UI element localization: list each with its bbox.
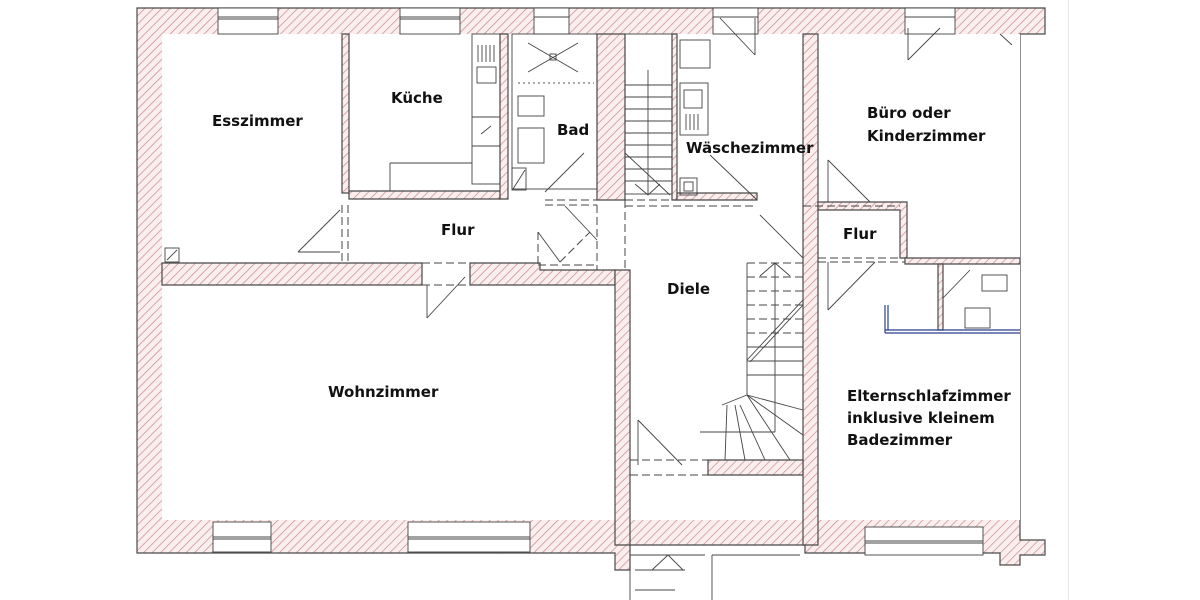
room-label-flur-left: Flur xyxy=(441,221,475,239)
entrance xyxy=(629,554,800,600)
room-label-bad: Bad xyxy=(557,121,590,139)
room-label-flur-right: Flur xyxy=(843,225,877,243)
room-label-eltern-line2: inklusive kleinem xyxy=(847,409,995,427)
laundry-fixtures xyxy=(679,39,711,196)
bath-fixtures xyxy=(511,33,598,191)
interior-walls xyxy=(161,33,1021,546)
ensuite-fixtures xyxy=(964,274,1008,329)
room-label-kueche: Küche xyxy=(391,89,443,107)
doors xyxy=(164,17,1013,476)
stairs-upper xyxy=(624,33,673,196)
room-label-esszimmer: Esszimmer xyxy=(212,112,303,130)
kitchen-fixtures xyxy=(389,33,501,191)
room-label-buero-line2: Kinderzimmer xyxy=(867,127,986,145)
room-label-waeschezimmer: Wäschezimmer xyxy=(686,139,814,157)
page-edge xyxy=(1068,0,1069,600)
ensuite-wall-blue xyxy=(884,305,1020,334)
room-label-eltern-line1: Elternschlafzimmer xyxy=(847,387,1011,405)
room-label-buero-line1: Büro oder xyxy=(867,104,951,122)
room-label-wohnzimmer: Wohnzimmer xyxy=(328,383,439,401)
room-label-diele: Diele xyxy=(667,280,711,298)
stairs-lower xyxy=(700,262,804,461)
room-label-eltern-line3: Badezimmer xyxy=(847,431,953,449)
